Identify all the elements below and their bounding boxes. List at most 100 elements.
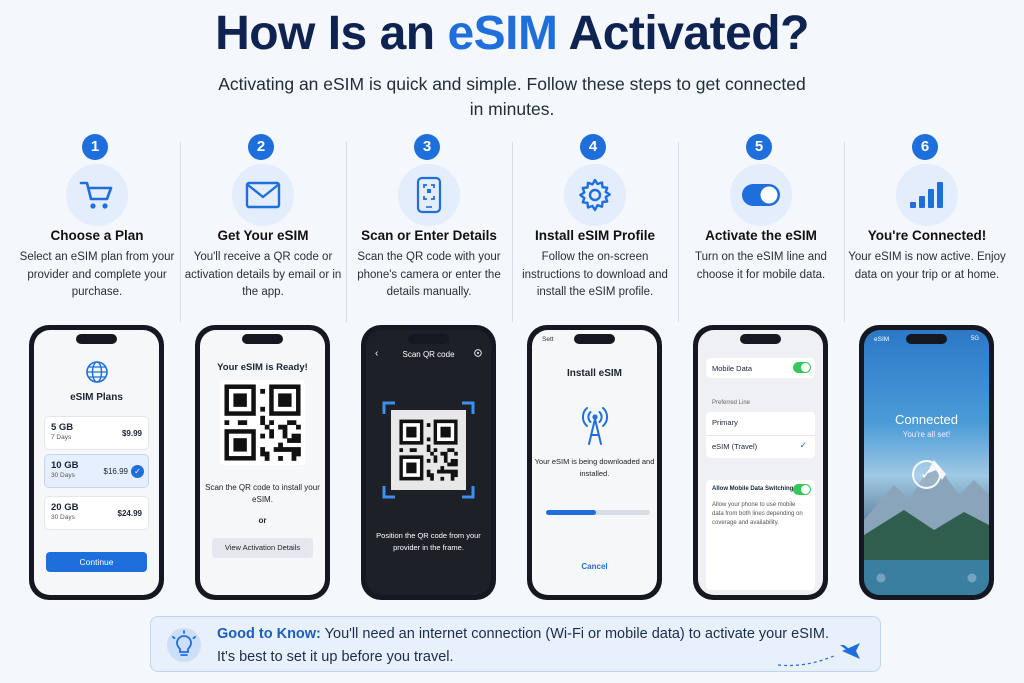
page-title: How Is an eSIM Activated? — [0, 6, 1024, 61]
mountain-landscape — [864, 460, 989, 595]
plan-option[interactable]: 5 GB 7 Days $9.99 — [44, 416, 149, 450]
title-post: Activated? — [568, 7, 810, 60]
plan-data: 5 GB — [51, 422, 74, 433]
status-bar: Sett — [542, 336, 554, 343]
plan-days: 30 Days — [51, 514, 75, 521]
title-pre: How Is an — [215, 7, 435, 60]
plan-days: 7 Days — [51, 434, 72, 441]
ready-screen: Your eSIM is Ready! Scan the QR code to … — [200, 330, 325, 595]
note-text: You'll need an internet connection (Wi-F… — [324, 626, 830, 642]
screen-text: Scan the QR code to install your eSIM. — [205, 483, 320, 504]
settings-screen: Mobile Data Preferred Line Primary eSIM … — [698, 330, 823, 595]
esim-travel-option[interactable]: eSIM (Travel) — [712, 442, 758, 451]
toggle-icon — [730, 164, 792, 226]
plan-data: 10 GB — [51, 460, 79, 471]
note-line-2: It's best to set it up before you travel… — [217, 649, 454, 665]
step-title: Scan or Enter Details — [361, 228, 497, 243]
step-title: Install eSIM Profile — [534, 228, 656, 243]
mobile-data-toggle[interactable] — [793, 362, 811, 373]
phone-mockup: eSIM Plans 5 GB 7 Days $9.99 10 GB 30 Da… — [29, 325, 164, 600]
camera-icon[interactable] — [967, 573, 977, 583]
step-title: Choose a Plan — [50, 228, 144, 243]
install-progress-bar — [546, 510, 650, 515]
cancel-button[interactable]: Cancel — [581, 562, 608, 571]
step-title: Get Your eSIM — [217, 228, 309, 243]
step-description: Select an eSIM plan from your provider a… — [19, 251, 175, 298]
continue-button[interactable]: Continue — [46, 552, 147, 572]
plan-price: $9.99 — [121, 429, 142, 438]
screen-text: Position the QR code from your provider … — [376, 531, 481, 552]
phone-mockup: eSIM 5G Connected You're all set! ✓ — [859, 325, 994, 600]
step-number: 5 — [746, 134, 772, 160]
step-number: 1 — [82, 134, 108, 160]
note-label: Good to Know: — [217, 626, 321, 642]
step-6: 6 You're Connected! Your eSIM is now act… — [844, 134, 1010, 610]
row-label: Mobile Data — [712, 364, 753, 373]
signal-bars-icon — [896, 164, 958, 226]
plan-price: $16.99 — [103, 467, 128, 476]
step-number: 4 — [580, 134, 606, 160]
title-accent: eSIM — [447, 7, 558, 60]
screen-title: eSIM Plans — [70, 392, 123, 403]
info-icon[interactable] — [474, 349, 482, 357]
step-4: 4 Install eSIM Profile Follow the on-scr… — [512, 134, 678, 610]
phone-mockup: Sett Install eSIM Your eSIM is being dow… — [527, 325, 662, 600]
carrier-label: eSIM — [874, 336, 890, 343]
step-description: Turn on the eSIM line and choose it for … — [695, 251, 827, 281]
page-subtitle: Activating an eSIM is quick and simple. … — [218, 74, 806, 119]
divider — [844, 142, 845, 322]
plan-price: $24.99 — [117, 509, 142, 518]
connected-title: Connected — [895, 412, 958, 427]
plan-option[interactable]: 20 GB 30 Days $24.99 — [44, 496, 149, 530]
step-number: 3 — [414, 134, 440, 160]
phone-scan-icon — [398, 164, 460, 226]
check-icon: ✓ — [799, 440, 807, 450]
lightbulb-icon — [167, 628, 201, 662]
step-description: Scan the QR code with your phone's camer… — [357, 251, 501, 298]
plans-screen: eSIM Plans 5 GB 7 Days $9.99 10 GB 30 Da… — [34, 330, 159, 595]
plan-option-selected[interactable]: 10 GB 30 Days $16.99 ✓ — [44, 454, 149, 488]
divider — [346, 142, 347, 322]
plan-days: 30 Days — [51, 472, 75, 479]
flashlight-icon[interactable] — [876, 573, 886, 583]
plan-data: 20 GB — [51, 502, 79, 513]
or-separator: or — [258, 516, 267, 525]
phone-mockup: Mobile Data Preferred Line Primary eSIM … — [693, 325, 828, 600]
good-to-know-box: Good to Know: You'll need an internet co… — [150, 616, 881, 672]
step-number: 6 — [912, 134, 938, 160]
divider — [512, 142, 513, 322]
step-description: Follow the on-screen instructions to dow… — [522, 251, 668, 298]
step-2: 2 Get Your eSIM You'll receive a QR code… — [180, 134, 346, 610]
qr-code — [220, 380, 305, 465]
screen-title: Scan QR code — [402, 350, 455, 359]
screen-text: Your eSIM is being downloaded and instal… — [534, 457, 655, 478]
step-3: 3 Scan or Enter Details Scan the QR code… — [346, 134, 512, 610]
step-1: 1 Choose a Plan Select an eSIM plan from… — [14, 134, 180, 610]
scanner-frame — [382, 400, 475, 500]
divider — [678, 142, 679, 322]
step-description: You'll receive a QR code or activation d… — [184, 251, 342, 298]
view-activation-details-button[interactable]: View Activation Details — [212, 538, 313, 558]
note-line-1: Good to Know: You'll need an internet co… — [217, 626, 829, 642]
step-title: You're Connected! — [867, 228, 987, 243]
step-title: Activate the eSIM — [705, 228, 817, 243]
scan-screen: ‹ Scan QR code Position the QR code from… — [366, 330, 491, 595]
back-icon[interactable]: ‹ — [375, 348, 379, 359]
antenna-icon — [581, 407, 609, 445]
step-5: 5 Activate the eSIM Turn on the eSIM lin… — [678, 134, 844, 610]
divider — [180, 142, 181, 322]
install-screen: Sett Install eSIM Your eSIM is being dow… — [532, 330, 657, 595]
check-icon: ✓ — [131, 465, 144, 478]
connected-screen: eSIM 5G Connected You're all set! ✓ — [864, 330, 989, 595]
data-switching-toggle[interactable] — [793, 484, 811, 495]
network-indicator: 5G — [970, 336, 979, 342]
line-list: Primary eSIM (Travel) ✓ — [706, 412, 815, 458]
screen-title: Install eSIM — [566, 368, 622, 379]
steps-row: 1 Choose a Plan Select an eSIM plan from… — [14, 134, 1010, 610]
primary-option[interactable]: Primary — [712, 418, 738, 427]
screen-title: Your eSIM is Ready! — [217, 362, 308, 373]
mobile-data-row[interactable]: Mobile Data — [706, 358, 815, 378]
envelope-icon — [232, 164, 294, 226]
phone-mockup: Your eSIM is Ready! Scan the QR code to … — [195, 325, 330, 600]
airplane-icon — [777, 643, 860, 667]
